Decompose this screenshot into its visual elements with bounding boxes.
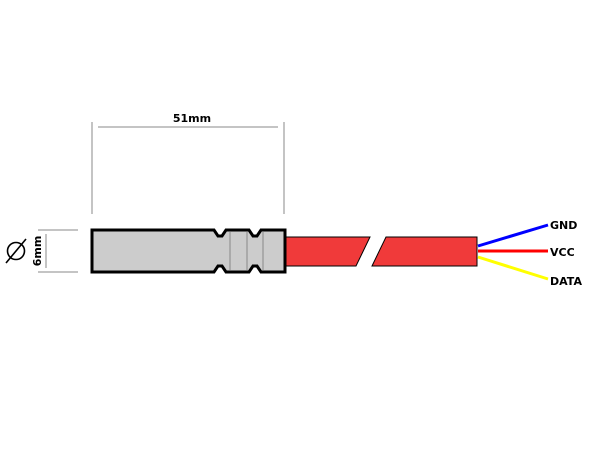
probe-body <box>90 228 287 274</box>
probe-housing <box>90 228 287 274</box>
vcc-label: VCC <box>550 246 575 259</box>
data-label: DATA <box>550 275 582 288</box>
diameter-label: 6mm <box>31 236 44 267</box>
cable-segment-left <box>285 236 371 267</box>
length-dimension: 51mm <box>91 112 285 214</box>
cable <box>285 236 478 267</box>
gnd-wire <box>477 223 549 248</box>
length-label: 51mm <box>173 112 211 125</box>
diameter-icon <box>5 238 27 264</box>
diameter-dimension: 6mm <box>5 229 78 273</box>
cable-segment-right <box>371 236 478 267</box>
gnd-label: GND <box>550 219 577 232</box>
data-wire <box>477 255 549 281</box>
wires: GND VCC DATA <box>477 219 582 288</box>
